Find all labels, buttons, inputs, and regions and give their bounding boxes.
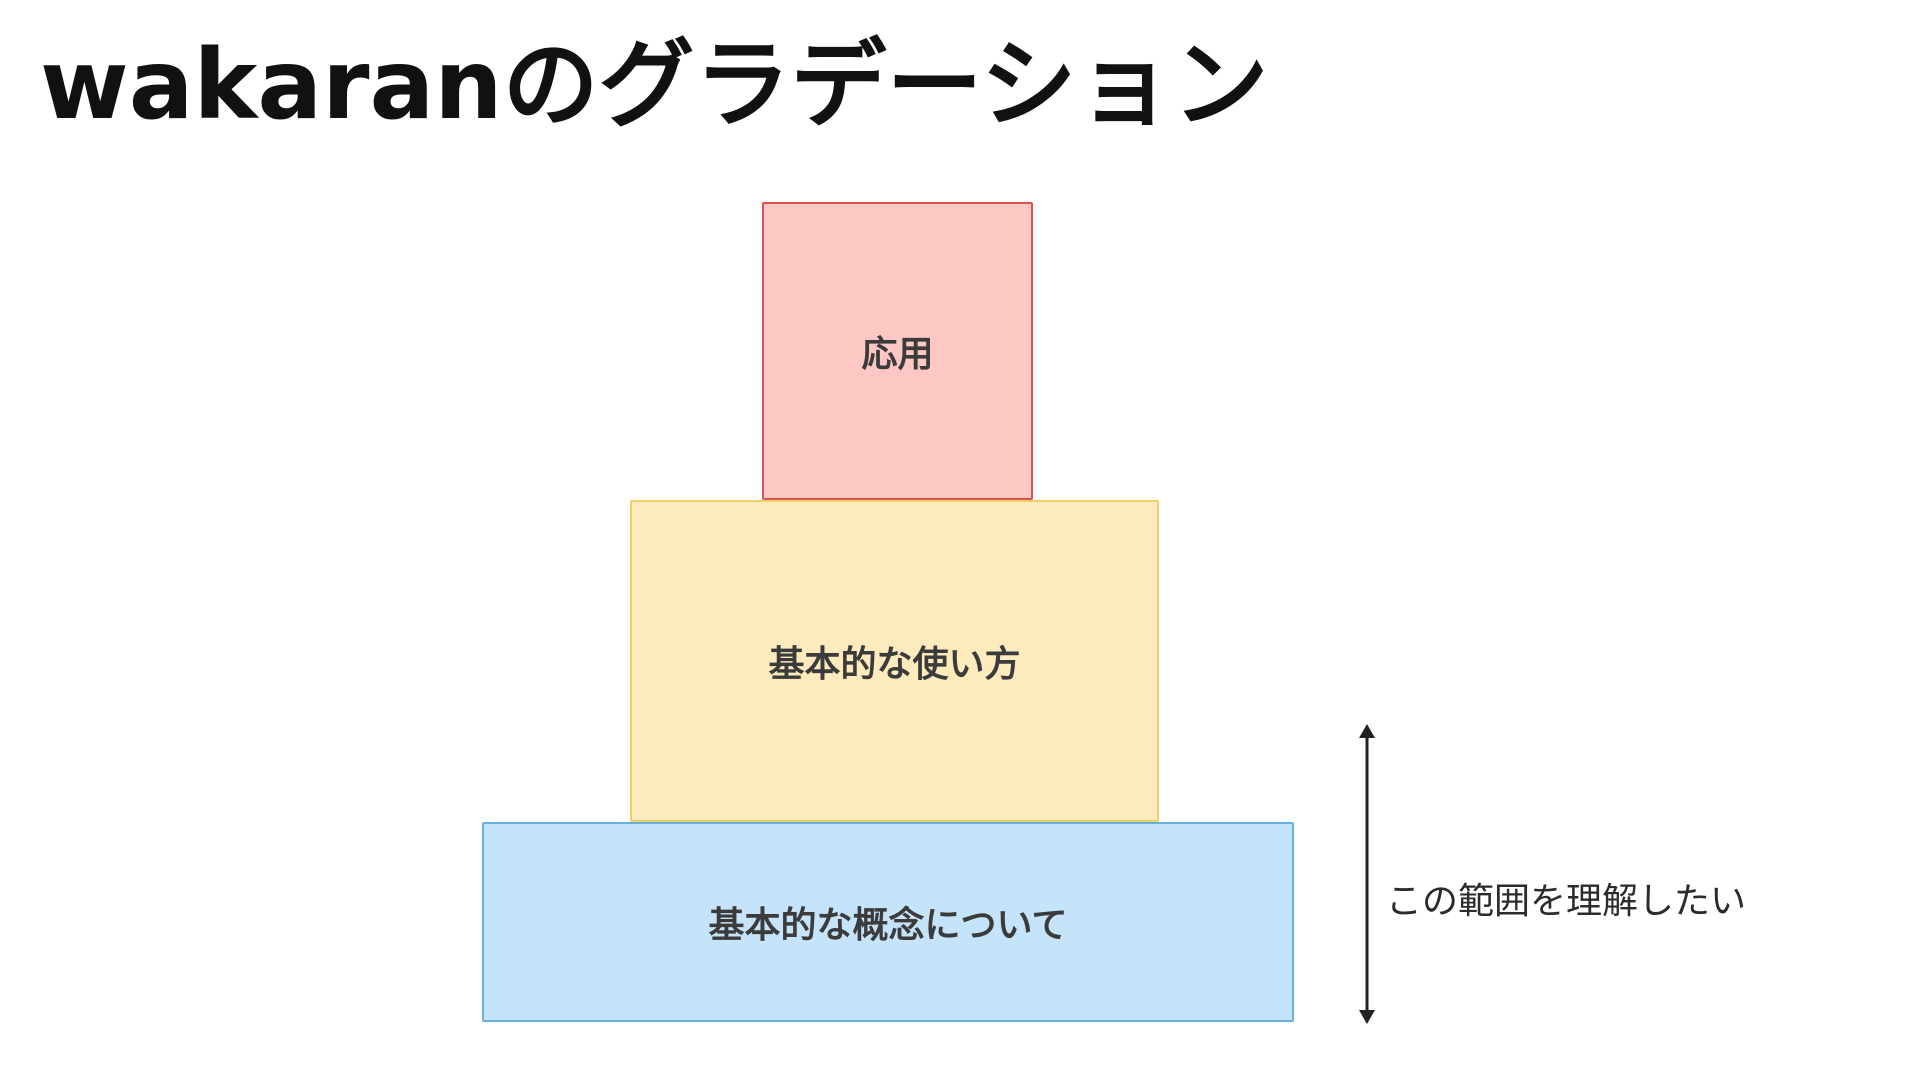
pyramid-middle-block: 基本的な使い方: [630, 500, 1159, 822]
pyramid-bottom-label: 基本的な概念について: [708, 905, 1068, 946]
pyramid-bottom-block: 基本的な概念について: [482, 822, 1294, 1022]
slide-title: wakaranのグラデーション: [40, 29, 1269, 141]
pyramid-middle-label: 基本的な使い方: [768, 644, 1021, 685]
range-label: この範囲を理解したい: [1386, 881, 1747, 922]
pyramid-top-label: 応用: [861, 334, 934, 375]
double-headed-vertical-arrow-icon: [1359, 724, 1375, 1024]
pyramid-top-block: 応用: [762, 202, 1033, 500]
